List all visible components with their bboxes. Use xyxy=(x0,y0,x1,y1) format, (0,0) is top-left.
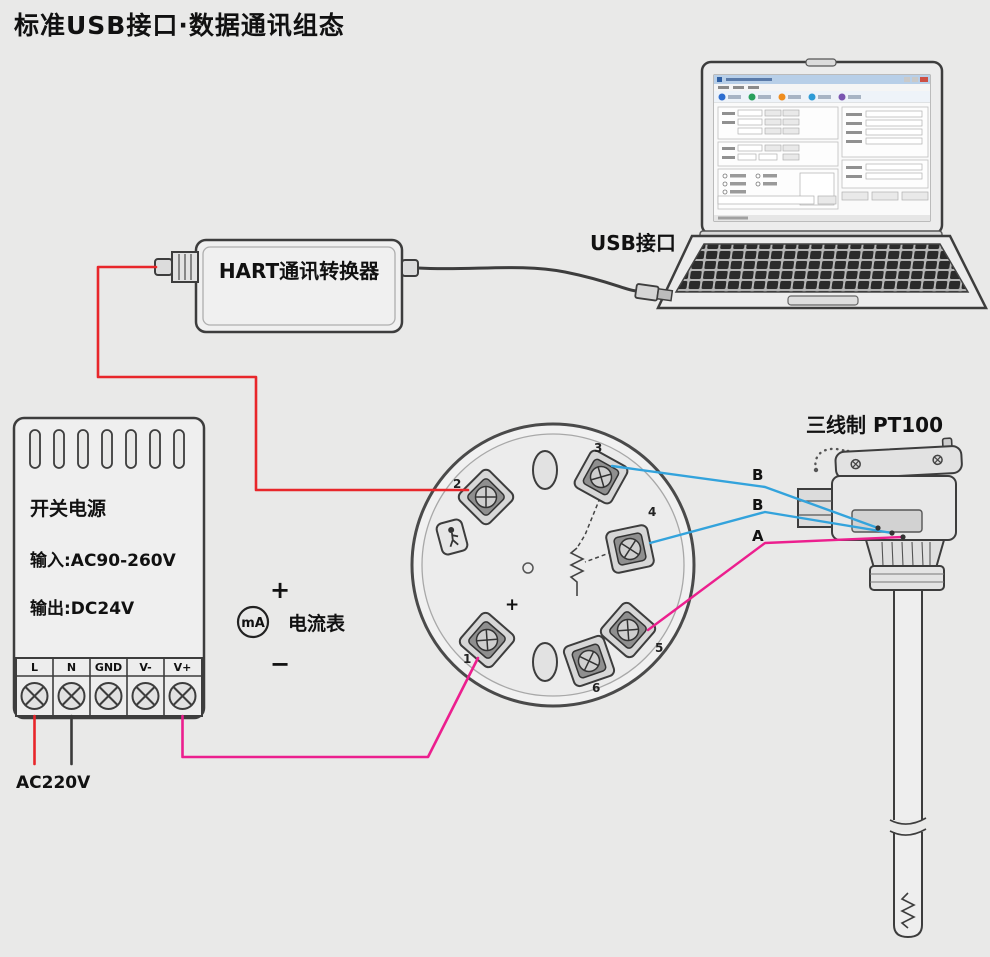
center-hole xyxy=(522,562,534,574)
laptop-keyboard xyxy=(674,243,970,293)
rtd-element xyxy=(900,892,916,929)
page-title: 标准USB接口·数据通讯组态 xyxy=(14,11,345,40)
hart-converter-label: HART通讯转换器 xyxy=(219,259,380,283)
hart-converter-right-connector xyxy=(401,259,419,277)
app-maximize-button xyxy=(912,77,918,82)
usb-cable xyxy=(417,266,674,302)
sensor-neck xyxy=(864,539,946,569)
laptop-screen-app xyxy=(713,74,931,222)
power-supply-vents xyxy=(29,429,185,469)
ammeter: + mA 电流表 − xyxy=(236,576,346,678)
hart-converter: HART通讯转换器 xyxy=(154,238,419,334)
terminal-label-GND: GND xyxy=(95,661,122,674)
wire-sensor-a xyxy=(646,535,905,632)
terminal-number-6: 6 xyxy=(592,681,600,695)
wires xyxy=(33,265,906,766)
power-supply-input: 输入:AC90-260V xyxy=(30,550,177,571)
sensor-pin-2 xyxy=(889,530,895,536)
app-titlebar xyxy=(714,75,930,84)
transmitter-terminal-4 xyxy=(604,523,656,575)
wire-label-b1: B xyxy=(752,466,763,484)
wire-loop-vplus xyxy=(181,656,480,759)
terminal-number-2: 2 xyxy=(453,477,461,491)
sensor-type-label: 三线制 PT100 xyxy=(806,413,943,437)
ammeter-symbol xyxy=(236,605,270,639)
ammeter-name: 电流表 xyxy=(288,612,346,635)
screw-terminal-L xyxy=(20,682,49,710)
terminal-label-N: N xyxy=(67,661,76,674)
app-icon xyxy=(717,77,722,82)
hart-converter-body xyxy=(194,238,404,334)
usb-plug xyxy=(634,283,674,302)
wire-sensor-b2 xyxy=(648,510,894,545)
wire-hart-red xyxy=(96,265,470,492)
mounting-hole-top xyxy=(532,450,558,490)
pt100-sensor: 三线制 PT100 xyxy=(797,413,963,939)
ammeter-unit: mA xyxy=(241,616,265,631)
temperature-transmitter: 1 2 3 4 5 6 + xyxy=(410,422,696,708)
app-button xyxy=(871,191,899,201)
laptop-touchpad xyxy=(787,295,859,306)
terminal-label-Vplus: V+ xyxy=(174,661,192,674)
resistor-symbol xyxy=(569,547,585,596)
screw-terminal-N xyxy=(57,682,86,710)
toolbar-icon-purple xyxy=(838,93,846,101)
wire-sensor-b1 xyxy=(610,464,880,530)
screw-terminal-GND xyxy=(94,682,123,710)
app-button xyxy=(841,191,869,201)
ac220v-label: AC220V xyxy=(16,773,91,793)
ammeter-plus: + xyxy=(270,576,290,604)
app-long-input xyxy=(717,195,815,205)
usb-port-label: USB接口 xyxy=(590,231,676,255)
app-menubar xyxy=(714,84,930,91)
terminal-number-4: 4 xyxy=(648,505,656,519)
transmitter-plus-sign: + xyxy=(505,595,519,615)
screw-terminal-Vplus xyxy=(168,682,197,710)
app-close-button xyxy=(920,77,928,82)
power-supply: 开关电源 输入:AC90-260V 输出:DC24V L N GND V- V+ xyxy=(12,416,206,720)
laptop xyxy=(656,58,989,310)
neck-fins xyxy=(881,541,931,567)
internal-wiring xyxy=(569,497,613,596)
toolbar-icon-cyan xyxy=(808,93,816,101)
power-supply-name: 开关电源 xyxy=(30,497,106,520)
toolbar-icon-orange xyxy=(778,93,786,101)
app-form-rows xyxy=(722,109,800,135)
mounting-hole-bottom xyxy=(532,642,558,682)
sensor-hex-nut xyxy=(869,565,945,591)
laptop-latch xyxy=(805,58,837,67)
wire-label-a: A xyxy=(752,527,764,545)
power-supply-body xyxy=(12,416,206,720)
app-button xyxy=(817,195,837,205)
sensor-pin-1 xyxy=(875,525,881,531)
toolbar-icon-blue xyxy=(718,93,726,101)
config-person-icon xyxy=(435,518,469,556)
ammeter-minus: − xyxy=(270,650,290,678)
terminal-label-Vminus: V- xyxy=(139,661,151,674)
app-button xyxy=(901,191,929,201)
terminal-number-1: 1 xyxy=(463,652,471,666)
toolbar-icon-green xyxy=(748,93,756,101)
screw-terminal-Vminus xyxy=(131,682,160,710)
wire-label-b2: B xyxy=(752,496,763,514)
power-terminal-strip: L N GND V- V+ xyxy=(15,657,203,717)
cap-chain xyxy=(814,447,850,472)
app-statusbar xyxy=(714,215,930,221)
sensor-probe xyxy=(893,589,923,939)
terminal-number-5: 5 xyxy=(655,641,663,655)
sensor-pin-3 xyxy=(900,534,906,540)
terminal-label-L: L xyxy=(31,661,38,674)
terminal-number-3: 3 xyxy=(594,441,602,455)
app-minimize-button xyxy=(904,77,910,82)
power-supply-output: 输出:DC24V xyxy=(30,598,135,619)
